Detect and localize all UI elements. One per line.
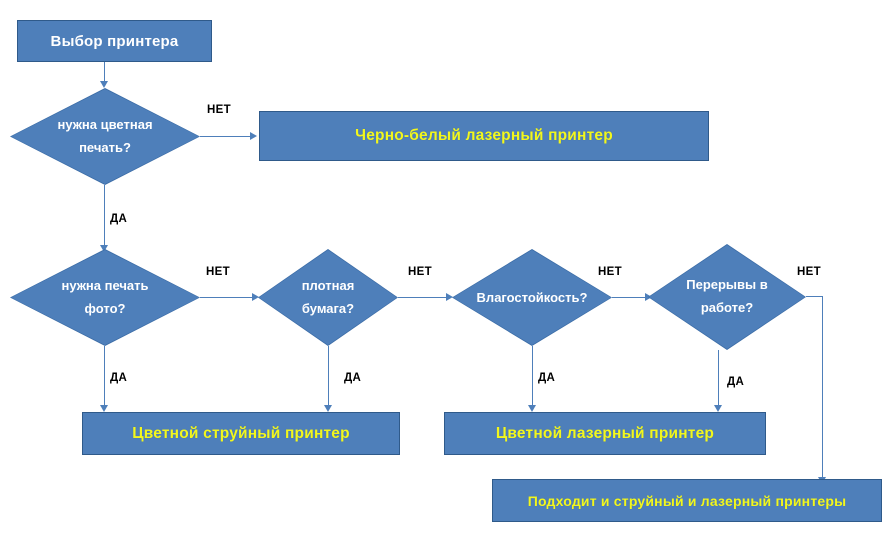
- node-decision-color-print-label: нужна цветная печать?: [10, 88, 200, 185]
- node-start-printer-choice[interactable]: Выбор принтера: [17, 20, 212, 62]
- node-result-color-inkjet[interactable]: Цветной струйный принтер: [82, 412, 400, 455]
- connector-water-resistance-no: [612, 297, 648, 298]
- arrowhead-color-print-no: [250, 132, 257, 140]
- node-result-both-ok-label: Подходит и струйный и лазерный принтеры: [527, 492, 847, 509]
- connector-photo-print-yes: [104, 346, 105, 406]
- node-result-bw-laser-label: Черно-белый лазерный принтер: [355, 127, 613, 144]
- node-decision-work-breaks[interactable]: Перерывы в работе?: [648, 244, 806, 350]
- decision-line-1: Влагостойкость?: [476, 289, 588, 305]
- node-result-bw-laser[interactable]: Черно-белый лазерный принтер: [259, 111, 709, 161]
- edge-label-water-resistance-yes: ДА: [538, 372, 556, 384]
- decision-line-2: печать?: [79, 139, 131, 155]
- node-result-color-laser-label: Цветной лазерный принтер: [495, 424, 715, 442]
- decision-line-1: нужна печать: [61, 277, 149, 293]
- node-decision-color-print[interactable]: нужна цветная печать?: [10, 88, 200, 185]
- arrowhead-thick-paper-yes: [324, 405, 332, 412]
- arrowhead-thick-paper-no: [446, 293, 453, 301]
- connector-color-print-no: [200, 136, 252, 137]
- decision-line-2: бумага?: [301, 300, 355, 316]
- edge-label-work-breaks-no: НЕТ: [797, 266, 821, 278]
- node-start-label: Выбор принтера: [50, 32, 179, 50]
- connector-water-resistance-yes: [532, 346, 533, 406]
- arrowhead-water-resistance-yes: [528, 405, 536, 412]
- node-decision-water-resistance[interactable]: Влагостойкость?: [452, 249, 612, 346]
- edge-label-thick-paper-yes: ДА: [344, 372, 362, 384]
- arrowhead-start-to-color-print: [100, 81, 108, 88]
- edge-label-thick-paper-no: НЕТ: [408, 266, 432, 278]
- connector-work-breaks-no-vertical: [822, 296, 823, 478]
- decision-line-1: нужна цветная: [57, 116, 153, 132]
- connector-color-print-yes: [104, 185, 105, 246]
- decision-line-1: Перерывы в: [686, 277, 768, 293]
- arrowhead-work-breaks-yes: [714, 405, 722, 412]
- connector-photo-print-no: [200, 297, 254, 298]
- node-decision-water-resistance-label: Влагостойкость?: [452, 249, 612, 346]
- edge-label-color-print-no: НЕТ: [207, 104, 231, 116]
- arrowhead-photo-print-no: [252, 293, 259, 301]
- node-decision-work-breaks-label: Перерывы в работе?: [648, 244, 806, 350]
- edge-label-color-print-yes: ДА: [110, 213, 128, 225]
- edge-label-water-resistance-no: НЕТ: [598, 266, 622, 278]
- node-result-color-laser[interactable]: Цветной лазерный принтер: [444, 412, 766, 455]
- decision-line-2: фото?: [84, 300, 126, 316]
- edge-label-photo-print-no: НЕТ: [206, 266, 230, 278]
- node-result-color-inkjet-label: Цветной струйный принтер: [132, 424, 350, 442]
- node-decision-photo-print-label: нужна печать фото?: [10, 249, 200, 346]
- connector-thick-paper-yes: [328, 346, 329, 406]
- decision-line-1: плотная: [301, 277, 355, 293]
- connector-start-to-color-print: [104, 62, 105, 82]
- node-decision-thick-paper-label: плотная бумага?: [258, 249, 398, 346]
- node-result-both-ok[interactable]: Подходит и струйный и лазерный принтеры: [492, 479, 882, 522]
- connector-work-breaks-no-horizontal: [806, 296, 823, 297]
- node-decision-thick-paper[interactable]: плотная бумага?: [258, 249, 398, 346]
- decision-line-2: работе?: [700, 300, 754, 315]
- arrowhead-photo-print-yes: [100, 405, 108, 412]
- connector-work-breaks-yes: [718, 350, 719, 406]
- edge-label-work-breaks-yes: ДА: [727, 376, 745, 388]
- arrowhead-color-print-yes: [100, 245, 108, 252]
- edge-label-photo-print-yes: ДА: [110, 372, 128, 384]
- connector-thick-paper-no: [398, 297, 448, 298]
- node-decision-photo-print[interactable]: нужна печать фото?: [10, 249, 200, 346]
